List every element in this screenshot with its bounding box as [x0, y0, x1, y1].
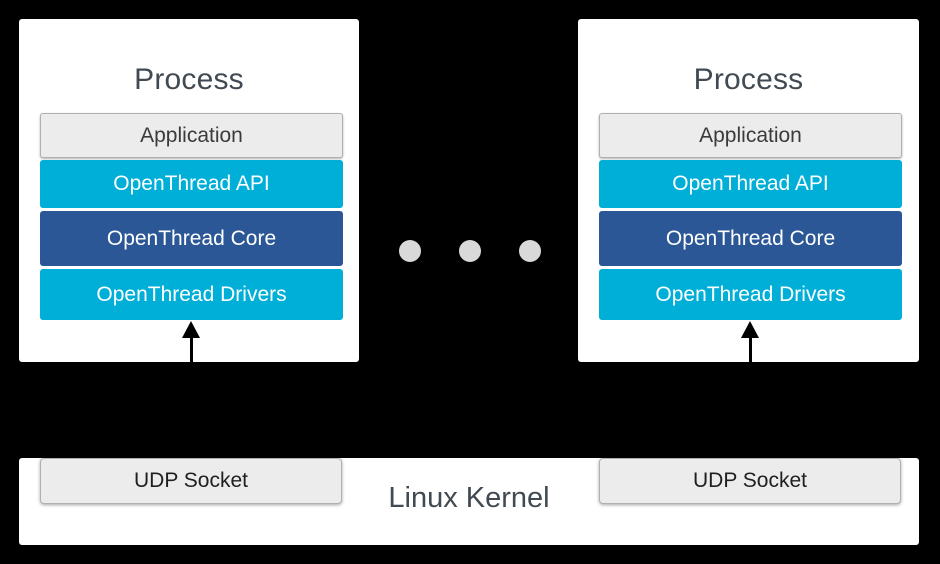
- arrow-up-icon-right: [741, 321, 759, 338]
- process-title-left: Process: [134, 63, 244, 96]
- layer-openthread-drivers-right: OpenThread Drivers: [599, 269, 902, 320]
- kernel-panel: Linux Kernel UDP Socket UDP Socket: [19, 458, 919, 545]
- arrow-shaft-right: [749, 336, 752, 363]
- layer-openthread-drivers-left: OpenThread Drivers: [40, 269, 343, 320]
- process-panel-left: Process Application OpenThread API OpenT…: [19, 19, 359, 362]
- ellipsis-dot-3: [519, 240, 541, 262]
- udp-socket-left: UDP Socket: [40, 458, 342, 504]
- ellipsis-dot-2: [459, 240, 481, 262]
- layer-application-left: Application: [40, 113, 343, 158]
- layer-openthread-api-left: OpenThread API: [40, 160, 343, 208]
- layer-openthread-core-right: OpenThread Core: [599, 211, 902, 266]
- process-title-right: Process: [693, 63, 804, 96]
- arrow-shaft-left: [190, 336, 193, 363]
- layer-openthread-api-right: OpenThread API: [599, 160, 902, 208]
- kernel-title: Linux Kernel: [388, 482, 550, 514]
- ellipsis-dot-1: [399, 240, 421, 262]
- udp-socket-right: UDP Socket: [599, 458, 901, 504]
- layer-openthread-core-left: OpenThread Core: [40, 211, 343, 266]
- process-panel-right: Process Application OpenThread API OpenT…: [578, 19, 919, 362]
- layer-application-right: Application: [599, 113, 902, 158]
- arrow-up-icon-left: [182, 321, 200, 338]
